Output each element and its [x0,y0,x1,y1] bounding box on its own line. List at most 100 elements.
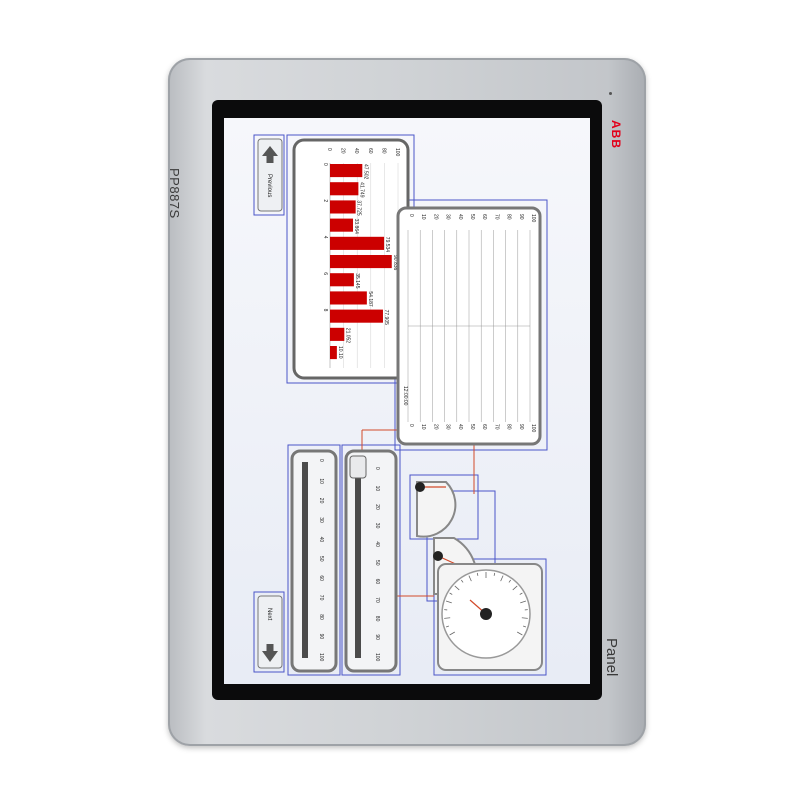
bar [330,255,392,269]
dial-tick [512,585,518,591]
dial-large-hub [480,608,492,620]
gauge-scale-tick: 100 [374,653,380,662]
trend-tick: 90 [518,424,524,430]
trend-grid [407,230,531,422]
gauge-c-frame [433,558,547,676]
dial-large-ticks [444,572,528,636]
bar-gauge-b-bezel [344,449,398,673]
gauge-scale-tick: 80 [318,614,324,620]
trend-chart: 100 90 80 70 60 50 40 30 20 10 0 10 0 [396,206,542,446]
bar-gauge-a-track [302,462,308,658]
gauge-scale-tick: 10 [318,478,324,484]
bar-category-ticks: 0 2 4 6 8 [322,163,328,312]
dial-tick [468,575,472,582]
trend-tick: 0 [408,424,414,427]
dial-small-face [416,481,457,538]
previous-button[interactable]: Previous [257,138,283,212]
bar [330,309,383,323]
arrow-up-icon [262,146,278,156]
previous-frame [253,134,285,216]
bar-gauge-a: 0 10 20 30 40 50 60 70 80 90 100 [290,449,338,673]
gauge-scale-tick: 30 [374,523,380,529]
dial-tick [521,617,528,619]
bar [330,218,354,232]
selection-frames [253,134,548,676]
bar-value-label: 79.534 [384,237,390,253]
trend-tick: 30 [445,424,451,430]
bar-tick: 100 [394,148,400,157]
gauge-scale-tick: 30 [318,517,324,523]
dial-tick [520,600,527,604]
gauge-scale-tick: 70 [318,595,324,601]
dial-tick [493,572,496,576]
dial-medium-hub [433,551,443,561]
bar-tick: 80 [380,148,386,154]
gauge-scale-tick: 50 [318,556,324,562]
dial-tick [519,592,523,595]
gauge-scale-tick: 20 [318,498,324,504]
bar-gauge-a-bezel [290,449,338,673]
hmi-canvas: Previous Next 0 20 40 [253,134,548,676]
dial-gauge-large [437,563,543,671]
dial-small-hub [415,482,425,492]
category-tick: 6 [322,272,328,275]
category-tick: 0 [322,163,328,166]
bar-value-label: 21.052 [344,328,350,344]
bar [330,273,354,287]
abb-logo: ABB [609,120,623,149]
dial-tick [500,575,504,582]
bar-value-label: 37.725 [356,200,362,216]
trend-tick: 10 [420,424,426,430]
gauge-scale-tick: 20 [374,504,380,510]
screen-bezel: Previous Next 0 20 40 [212,100,602,700]
dial-tick [445,625,450,628]
trend-tick: 60 [481,424,487,430]
bar [330,236,385,250]
bar-value-label: 35.145 [354,273,360,289]
next-frame [253,591,285,673]
dial-tick [444,617,451,619]
trend-tick: 80 [506,214,512,220]
bar-chart: 0 20 40 60 80 100 0 2 4 6 8 [292,138,410,380]
bar-gauge-b-track [355,478,361,658]
bar [330,182,359,196]
gauge-scale-tick: 80 [374,616,380,622]
bar-value-label: 10.10 [337,346,343,359]
gauge-scale-tick: 0 [374,467,380,470]
bar-value-label: 47.502 [362,164,368,180]
dial-tick [460,579,464,583]
dial-tick [454,585,460,591]
next-label: Next [266,608,272,621]
trend-tick: 20 [432,214,438,220]
gauge-scale-tick: 90 [318,634,324,640]
trend-tick: 30 [445,214,451,220]
gauge-scale-tick: 90 [374,634,380,640]
gauge-scale-tick: 40 [318,537,324,543]
trend-tick: 70 [493,424,499,430]
gauge-scale-tick: 60 [374,579,380,585]
category-tick: 2 [322,199,328,202]
gauge-scale-tick: 0 [318,459,324,462]
next-button[interactable]: Next [257,595,283,669]
slider-handle[interactable] [349,455,367,479]
bar [330,327,345,341]
trend-tick: 70 [493,214,499,220]
arrow-down-icon [262,651,278,662]
trend-tick: 80 [506,424,512,430]
trend-axis-ticks-bottom: 100 90 80 70 60 50 40 30 20 10 0 [408,424,536,433]
gauge-scale-tick: 50 [374,560,380,566]
bargauge-a-frame [287,444,341,676]
dial-tick [516,631,523,636]
touch-screen: Previous Next 0 20 40 [224,118,590,684]
trend-axis-ticks-top: 100 90 80 70 60 50 40 30 20 10 0 [408,214,536,223]
trend-tick: 40 [457,214,463,220]
trend-tick: 60 [481,214,487,220]
bar-tick: 60 [367,148,373,154]
operator-panel-device: PP887S ABB Panel 800 [167,58,646,746]
trend-tick: 10 [420,214,426,220]
dial-tick [522,625,527,628]
gauge-scale-tick: 40 [374,541,380,547]
trend-tick: 20 [432,424,438,430]
gauge-scale-tick: 100 [318,653,324,662]
bar-value-label: 90.836 [392,255,398,271]
